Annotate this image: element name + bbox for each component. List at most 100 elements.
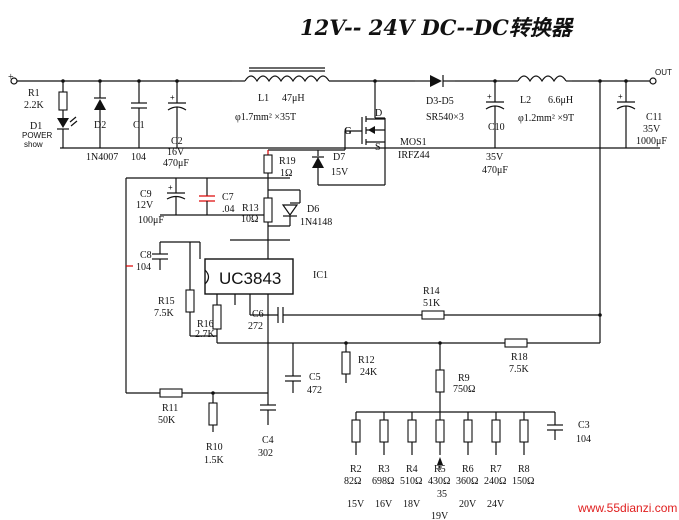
selector-resistor-r5 [435,412,445,455]
ic-ref: IC1 [313,270,328,281]
r16-value: 2.7K [195,329,216,340]
selector-ref-4: R6 [462,464,474,475]
d1-ref: D1 [30,121,42,132]
c9-value2: 100μF [138,215,164,226]
resistor-r10 [208,393,218,432]
d1-note2: show [24,140,43,149]
mos-g-label: G [344,126,352,137]
capacitor-c6 [250,307,422,323]
resistor-r18 [504,338,600,348]
r9-ref: R9 [458,373,470,384]
selector-value-6: 150Ω [512,476,534,487]
selector-value-4: 360Ω [456,476,478,487]
r13-ref: R13 [242,203,259,214]
led-d1 [57,116,78,148]
r11-value: 50K [158,415,176,426]
r18-ref: R18 [511,352,528,363]
c11-value: 35V [643,124,661,135]
c11-value2: 1000μF [636,136,667,147]
diode-d3-d5 [415,75,455,87]
input-plus-label: + [8,72,14,83]
selector-ref-5: R7 [490,464,502,475]
resistor-r12 [341,343,351,383]
c8-ref: C8 [140,250,152,261]
r13-value: 10Ω [241,214,258,225]
selector-resistor-r2 [351,412,361,455]
r15-ref: R15 [158,296,175,307]
mosfet-mos1 [344,81,386,175]
resistor-r14 [421,310,602,320]
r12-value: 24K [360,367,378,378]
r10-value: 1.5K [204,455,225,466]
zener-d7 [312,150,386,186]
c10-value: 35V [486,152,504,163]
c6-ref: C6 [252,309,264,320]
r19-value: 1Ω [280,168,292,179]
capacitor-c10: + [485,81,505,148]
r11-ref: R11 [162,403,178,414]
inductor-l2 [517,75,572,83]
selector-volt-5: 24V [487,499,505,510]
mos-s-label: S [375,142,381,153]
selector-ref-0: R2 [350,464,362,475]
svg-text:+: + [170,93,175,102]
c5-ref: C5 [309,372,321,383]
capacitor-c11: + [616,81,636,148]
mos-value: IRFZ44 [398,150,430,161]
capacitor-c7 [160,178,268,216]
l2-value: 6.6μH [548,95,573,106]
c11-ref: C11 [646,112,662,123]
svg-text:+: + [487,92,492,101]
diode-d2 [94,81,106,148]
svg-text:+: + [168,183,173,192]
d7-value: 15V [331,167,349,178]
c7-value: .04 [222,204,235,215]
capacitor-c8 [126,241,200,270]
r1-value: 2.2K [24,100,45,111]
resistor-r15 [185,242,217,337]
selector-resistor-bank: R282Ω15VR3698Ω16VR4510Ω18VR5430Ω19VR6360… [344,412,534,520]
r18-value: 7.5K [509,364,530,375]
selector-resistor-r3 [379,412,389,455]
capacitor-c4 [260,343,276,425]
ic-uc3843 [199,239,294,343]
r9-value: 750Ω [453,384,475,395]
capacitor-c5 [285,343,301,393]
c10-value2: 470μF [482,165,508,176]
selector-value-0: 82Ω [344,476,361,487]
selector-extra: 35 [437,489,447,500]
selector-resistor-r6 [463,412,473,455]
selector-volt-0: 15V [347,499,365,510]
c2-value: 16V [167,147,185,158]
selector-arrow-icon [437,457,443,465]
d2-ref: D2 [94,120,106,131]
resistor-r11 [159,388,268,398]
c2-value2: 470μF [163,158,189,169]
l1-ref: L1 [258,93,269,104]
c5-value: 472 [307,385,322,396]
l2-wire: φ1.2mm² ×9T [518,113,574,124]
r12-ref: R12 [358,355,375,366]
output-label: OUT [655,68,672,77]
r10-ref: R10 [206,442,223,453]
d3-ref: D3-D5 [426,96,454,107]
watermark: www.55dianzi.com [577,501,677,515]
selector-resistor-r7 [491,412,501,455]
l1-wire: φ1.7mm² ×35T [235,112,296,123]
r15-value: 7.5K [154,308,175,319]
selector-volt-2: 18V [403,499,421,510]
selector-value-5: 240Ω [484,476,506,487]
c8-value: 104 [136,262,151,273]
selector-resistor-r4 [407,412,417,455]
resistor-r19 [263,149,345,198]
d7-ref: D7 [333,152,345,163]
c7-ref: C7 [222,192,234,203]
d1-note1: POWER [22,131,52,140]
c1-value: 104 [131,152,146,163]
selector-bus [356,411,563,440]
mos-ref: MOS1 [400,137,427,148]
c4-value: 302 [258,448,273,459]
capacitor-c2: + [167,81,187,148]
r19-ref: R19 [279,156,296,167]
selector-volt-1: 16V [375,499,393,510]
